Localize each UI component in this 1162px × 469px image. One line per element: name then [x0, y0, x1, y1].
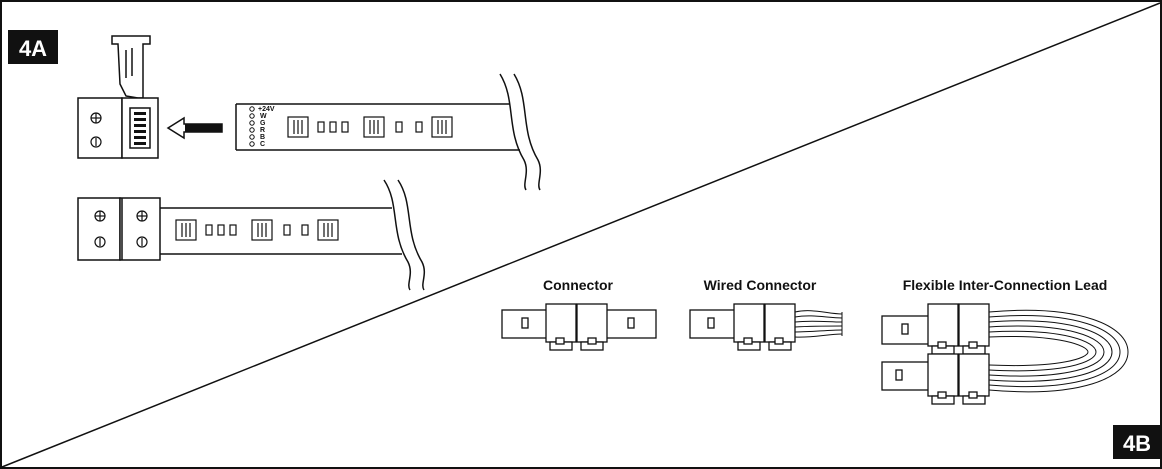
connector-body-left — [77, 97, 123, 159]
resistor — [395, 121, 403, 133]
resistor — [283, 224, 291, 236]
resistor — [205, 224, 213, 236]
panel-b-badge: 4B — [1113, 425, 1161, 459]
resistor — [317, 121, 325, 133]
strip-pin-label: +24V — [258, 106, 275, 113]
resistor — [415, 121, 423, 133]
lead-clip-upper-right — [958, 303, 990, 347]
strip-pin-label: R — [260, 127, 265, 134]
connector-screw-symbols — [90, 112, 102, 148]
flexible-lead-illustration — [881, 303, 990, 405]
strip-end-lower — [881, 361, 935, 391]
insertion-arrow — [166, 116, 223, 140]
connector-illustration — [501, 303, 657, 351]
led-strip-lower — [160, 179, 426, 291]
panel-a-badge-text: 4A — [19, 36, 47, 61]
connector-body-right — [119, 197, 161, 261]
led-chips-upper — [287, 116, 453, 138]
strip-pin-label: G — [260, 120, 266, 127]
flexible-lead-wires — [988, 309, 1129, 393]
strip-pin-dots — [249, 106, 255, 147]
connector-clip-left — [545, 303, 577, 343]
wired-connector-label: Wired Connector — [704, 277, 817, 293]
strip-pin-labels: +24V W G R B C — [258, 106, 275, 148]
lead-clip-lower-left — [927, 353, 959, 397]
wired-connector-wires — [794, 310, 843, 338]
connector-label: Connector — [543, 277, 614, 293]
connector-clip-right — [764, 303, 796, 343]
panel-b-badge-text: 4B — [1123, 431, 1151, 456]
strip-pin-label: B — [260, 134, 265, 141]
panel-a-badge: 4A — [8, 30, 58, 64]
resistor — [341, 121, 349, 133]
flexible-lead-label: Flexible Inter-Connection Lead — [903, 277, 1108, 293]
connector-body-left — [77, 197, 121, 261]
lead-clip-lower-right — [958, 353, 990, 397]
resistor — [329, 121, 337, 133]
minus-icon — [90, 136, 102, 148]
minus-icon — [94, 236, 106, 248]
strip-connector-closed — [77, 197, 161, 261]
strip-end-left — [689, 309, 741, 339]
lead-clip-upper-left — [927, 303, 959, 347]
strip-pin-label: C — [260, 141, 265, 148]
strip-pin-label: W — [260, 113, 267, 120]
connector-contact-pins — [134, 112, 146, 145]
led-strip-upper — [235, 73, 542, 191]
led-chips-lower — [175, 219, 339, 241]
connector-clip-right — [576, 303, 608, 343]
resistor — [229, 224, 237, 236]
resistor — [301, 224, 309, 236]
minus-icon — [136, 236, 148, 248]
resistor — [217, 224, 225, 236]
closed-connector-screw-symbols — [94, 210, 148, 248]
wired-connector-illustration — [689, 303, 796, 351]
connector-clip-left — [733, 303, 765, 343]
